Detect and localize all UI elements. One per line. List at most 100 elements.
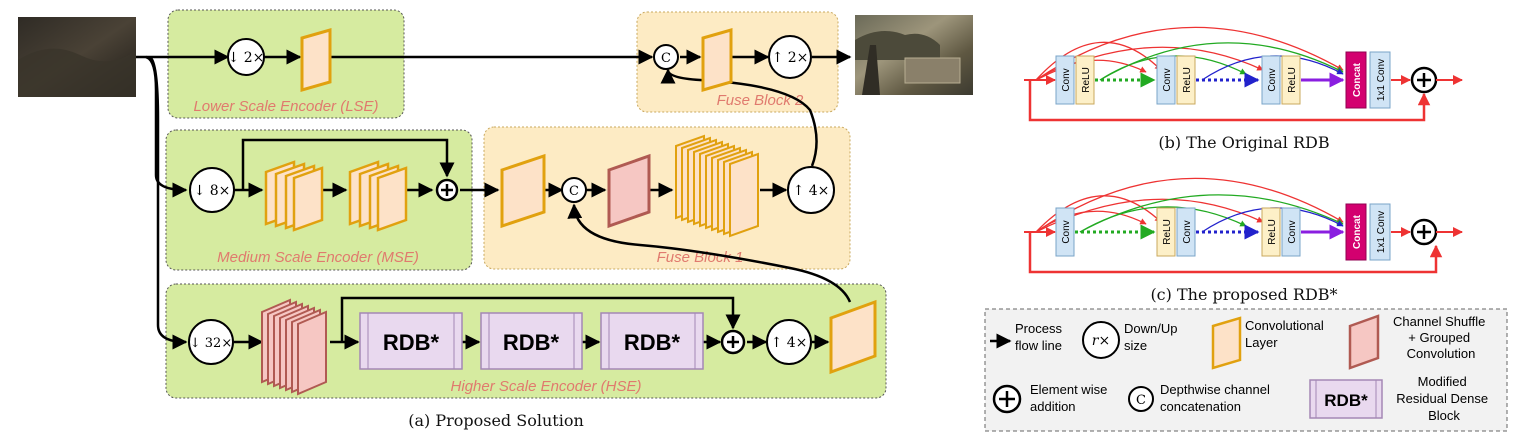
down8-op xyxy=(189,167,235,213)
b-relu-1-label: ReLU xyxy=(1081,67,1092,93)
panel-b: Conv ReLU Conv ReLU Conv ReLU Concat 1x1… xyxy=(1024,26,1463,152)
legend-concat-1: Depthwise channel xyxy=(1160,382,1270,397)
fuse1-concat-label: C xyxy=(569,184,579,199)
legend-rdb: Modified Residual Dense Block xyxy=(1396,374,1491,423)
lse-region xyxy=(167,9,405,119)
legend-add-icon xyxy=(992,384,1022,414)
legend-shuffle-1: Channel Shuffle xyxy=(1393,314,1485,329)
fuse2-conv-layer xyxy=(701,28,733,92)
down2-op xyxy=(227,38,265,76)
rdb-block-2-label: RDB* xyxy=(503,330,560,355)
legend-shuffle-2: + Grouped xyxy=(1408,330,1470,345)
legend-down-up-symbol: r× xyxy=(1092,333,1110,349)
legend-down-up: Down/Up size xyxy=(1124,321,1181,353)
down8-label: ↓ 8× xyxy=(194,183,231,199)
hse-label: Higher Scale Encoder (HSE) xyxy=(451,378,642,395)
fuse1-up4-label: ↑ 4× xyxy=(793,183,830,199)
rdb-block-1-label: RDB* xyxy=(383,330,440,355)
legend-conv-icon xyxy=(1211,316,1242,370)
lse-conv-layer xyxy=(300,28,332,92)
legend-conv-layer-1: Convolutional xyxy=(1245,318,1324,333)
mse-label: Medium Scale Encoder (MSE) xyxy=(217,249,419,266)
up2-op xyxy=(768,35,812,79)
hse-up4-label: ↑ 4× xyxy=(771,335,808,351)
c-concat xyxy=(1345,203,1367,261)
fuse-block-1-label: Fuse Block 1 xyxy=(657,249,744,266)
c-conv1x1 xyxy=(1369,203,1391,261)
legend: Process flow line r× Down/Up size Convol… xyxy=(984,308,1508,432)
legend-down-up-icon xyxy=(1082,321,1120,359)
legend-add-2: addition xyxy=(1030,399,1076,414)
c-conv-2 xyxy=(1176,207,1196,257)
legend-concat: Depthwise channel concatenation xyxy=(1160,382,1273,414)
b-relu-2-label: ReLU xyxy=(1182,67,1193,93)
hse-up4-op xyxy=(766,319,812,365)
fuse1-up4-op xyxy=(787,166,835,214)
hse-shuffle-stack xyxy=(261,298,327,396)
lse-label: Lower Scale Encoder (LSE) xyxy=(193,98,378,115)
b-concat-label: Concat xyxy=(1352,62,1363,97)
down2-label: ↓ 2× xyxy=(228,50,265,66)
hse-conv-layer xyxy=(829,299,877,375)
legend-rdb-1: Modified xyxy=(1418,374,1467,389)
input-dark-image xyxy=(18,17,136,97)
fuse1-concat-op xyxy=(561,177,587,203)
fuse1-shuffle-layer xyxy=(607,153,651,229)
rdb-block-1: RDB* xyxy=(359,312,463,370)
panel-a-caption: (a) Proposed Solution xyxy=(408,411,584,430)
c-relu-1 xyxy=(1156,207,1176,257)
legend-shuffle: Channel Shuffle + Grouped Convolution xyxy=(1393,314,1489,361)
b-add-op xyxy=(1410,66,1438,94)
c-conv-3 xyxy=(1281,207,1301,257)
legend-rdb-3: Block xyxy=(1428,408,1460,423)
c-conv-3-label: Conv xyxy=(1287,220,1298,243)
b-conv-3-label: Conv xyxy=(1267,68,1278,91)
rdb-block-3-label: RDB* xyxy=(624,330,681,355)
mse-conv-stack-2 xyxy=(348,160,408,232)
legend-shuffle-icon xyxy=(1348,314,1380,370)
rdb-block-2: RDB* xyxy=(480,312,583,370)
c-conv1x1-label: 1x1 Conv xyxy=(1376,211,1387,253)
b-relu-1 xyxy=(1075,55,1095,105)
c-add-op xyxy=(1410,218,1438,246)
c-relu-1-label: ReLU xyxy=(1162,219,1173,245)
hse-add-op xyxy=(720,329,746,355)
panel-c-caption: (c) The proposed RDB* xyxy=(1150,285,1337,304)
c-concat-label: Concat xyxy=(1352,214,1363,249)
output-enhanced-image xyxy=(855,15,973,95)
b-conv-2 xyxy=(1156,55,1176,105)
b-relu-3 xyxy=(1281,55,1301,105)
legend-conv-layer-2: Layer xyxy=(1245,335,1278,350)
c-conv-1-label: Conv xyxy=(1061,220,1072,243)
fuse1-conv-stack xyxy=(675,134,759,238)
b-conv-1-label: Conv xyxy=(1061,68,1072,91)
fuse2-concat-label: C xyxy=(661,51,671,66)
legend-down-up-1: Down/Up xyxy=(1124,321,1177,336)
fuse1-conv-layer xyxy=(500,153,546,229)
b-relu-2 xyxy=(1176,55,1196,105)
legend-concat-icon xyxy=(1128,386,1154,412)
legend-add-1: Element wise xyxy=(1030,382,1107,397)
b-conv1x1 xyxy=(1369,51,1391,109)
panel-a: Lower Scale Encoder (LSE) Fuse Block 2 M… xyxy=(18,9,973,430)
legend-process-line: Process flow line xyxy=(1015,321,1066,353)
b-conv-1 xyxy=(1055,55,1075,105)
mse-conv-stack-1 xyxy=(264,160,324,232)
c-relu-2 xyxy=(1261,207,1281,257)
b-conv-2-label: Conv xyxy=(1162,68,1173,91)
legend-rdb-icon: RDB* xyxy=(1309,379,1383,419)
b-concat xyxy=(1345,51,1367,109)
legend-concat-2: concatenation xyxy=(1160,399,1241,414)
up2-label: ↑ 2× xyxy=(772,50,809,66)
c-relu-2-label: ReLU xyxy=(1267,219,1278,245)
b-conv-3 xyxy=(1261,55,1281,105)
legend-down-up-2: size xyxy=(1124,338,1147,353)
legend-add: Element wise addition xyxy=(1030,382,1111,414)
panel-b-caption: (b) The Original RDB xyxy=(1158,133,1329,152)
fuse2-concat-op xyxy=(653,44,679,70)
down32-op xyxy=(188,319,234,365)
legend-process-line-1: Process xyxy=(1015,321,1062,336)
legend-rdb-2: Residual Dense xyxy=(1396,391,1488,406)
legend-conv-layer: Convolutional Layer xyxy=(1245,318,1327,350)
